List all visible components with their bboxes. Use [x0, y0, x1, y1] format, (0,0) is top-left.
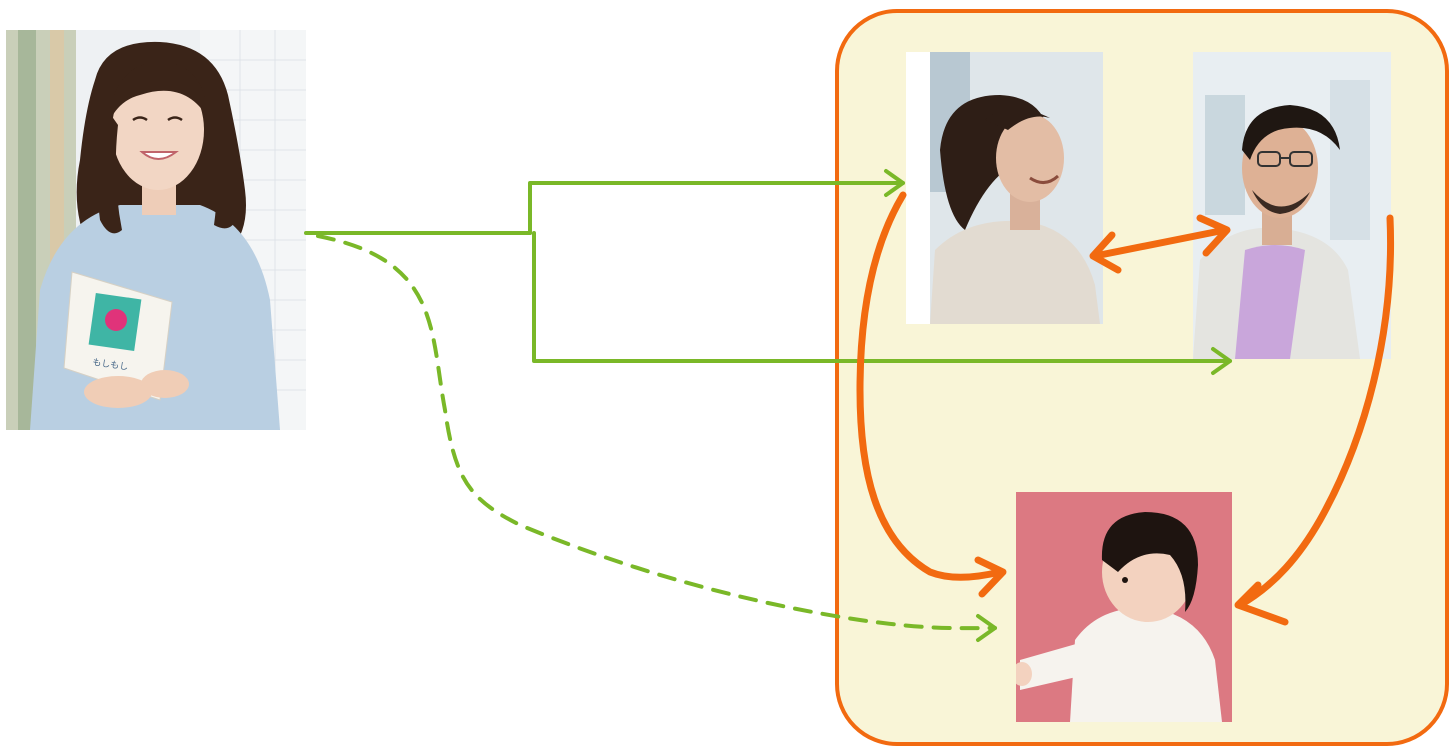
link-presenter-to-mother	[304, 169, 905, 235]
link-father-to-baby	[1234, 214, 1395, 626]
book-title: もしもし	[92, 357, 129, 373]
link-presenter-to-father	[532, 231, 1232, 375]
father-photo	[1193, 52, 1391, 359]
mother-photo	[906, 52, 1103, 324]
picture-book: もしもし	[63, 271, 173, 401]
link-mother-father	[1089, 214, 1231, 274]
link-presenter-to-baby	[316, 234, 997, 642]
baby-photo	[1016, 492, 1232, 722]
presenter-photo: もしもし	[6, 30, 306, 430]
link-mother-to-baby	[856, 191, 1007, 598]
